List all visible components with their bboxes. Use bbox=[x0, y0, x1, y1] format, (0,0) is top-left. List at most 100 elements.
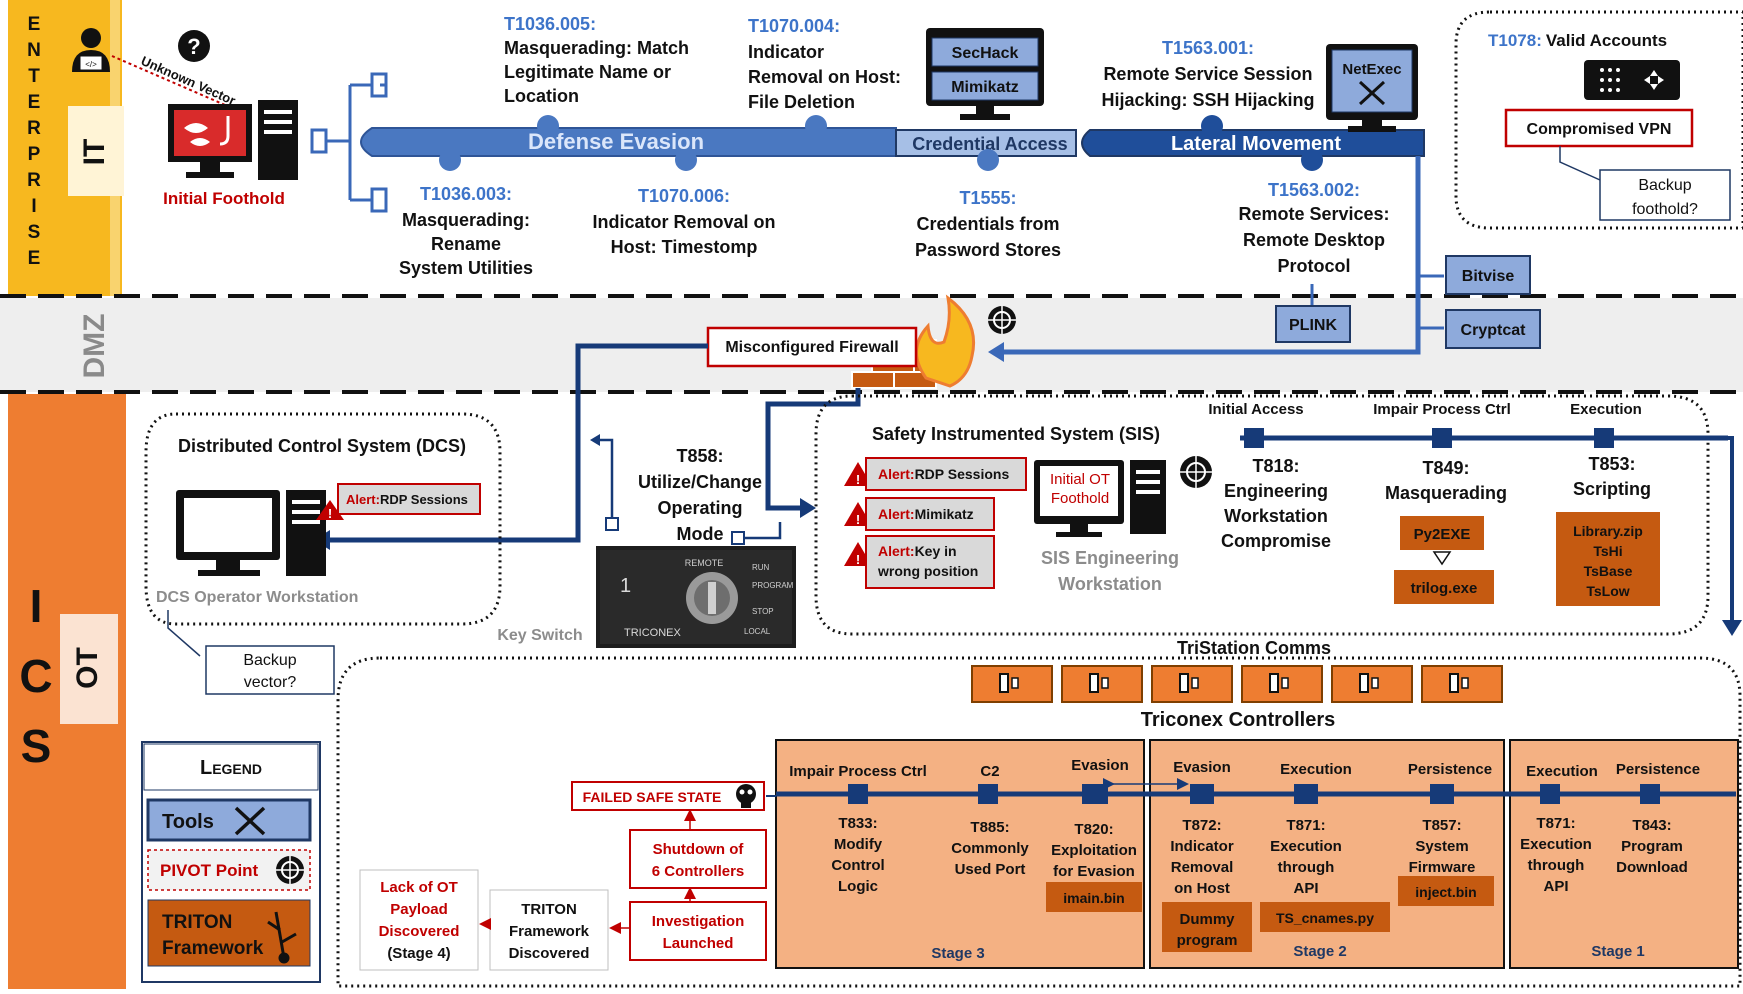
technique-text: Remote Service Session bbox=[1103, 64, 1312, 84]
t1555-id: T1555: bbox=[959, 188, 1016, 208]
library-line: Library.zip bbox=[1573, 523, 1643, 539]
cryptcat-tool: Cryptcat bbox=[1461, 322, 1527, 339]
ot-label-box bbox=[60, 614, 118, 724]
stage-technique-line: Execution bbox=[1520, 836, 1592, 853]
lack-payload-line: Discovered bbox=[379, 923, 460, 940]
enterprise-letter: I bbox=[31, 196, 36, 217]
technique-text: Rename bbox=[431, 234, 501, 254]
plink-box bbox=[1275, 305, 1351, 343]
controller-port bbox=[1191, 677, 1199, 689]
plink-tool: PLINK bbox=[1289, 317, 1337, 334]
ics-letter: S bbox=[21, 720, 52, 772]
firewall-to-dcs-path bbox=[330, 343, 708, 543]
svg-text:REMOTE: REMOTE bbox=[685, 558, 724, 568]
shutdown-line: Shutdown of bbox=[653, 841, 745, 858]
tools-icon bbox=[1358, 80, 1386, 106]
stage-technique-line: T872: bbox=[1182, 817, 1221, 834]
enterprise-letter: E bbox=[28, 14, 41, 35]
ics-label: ICS bbox=[19, 580, 52, 772]
technique-text: Indicator bbox=[748, 42, 824, 62]
technique-text: Indicator Removal on bbox=[592, 212, 775, 232]
ts-cnames-box bbox=[1260, 902, 1390, 932]
svg-text:TRICONEX: TRICONEX bbox=[624, 627, 682, 639]
defense-evasion-label: Defense Evasion bbox=[528, 129, 704, 154]
imain-box bbox=[1046, 882, 1142, 912]
enterprise-letter: P bbox=[28, 144, 41, 165]
controller-port bbox=[1281, 677, 1289, 689]
lack-payload-line: (Stage 4) bbox=[387, 945, 450, 962]
svg-text:!: ! bbox=[856, 512, 860, 527]
lateral-movement-bar bbox=[1081, 129, 1425, 157]
misconfigured-firewall-label: Misconfigured Firewall bbox=[725, 339, 898, 356]
backup-foothold-line: Backup bbox=[1638, 177, 1691, 194]
technique-dot bbox=[805, 115, 827, 137]
stage-phase-label: Execution bbox=[1526, 763, 1598, 780]
stage-technique-line: T833: bbox=[838, 815, 877, 832]
t849-line: T849: bbox=[1422, 458, 1469, 478]
stage-technique-line: T871: bbox=[1286, 817, 1325, 834]
sis-phase-label: Execution bbox=[1570, 401, 1642, 418]
technique-text: Credentials from bbox=[916, 214, 1059, 234]
sis-region bbox=[814, 394, 1710, 636]
t1070-006-text: Indicator Removal on Host: Timestomp bbox=[592, 212, 775, 257]
controller-port bbox=[1461, 677, 1469, 689]
svg-text:STOP: STOP bbox=[752, 607, 774, 616]
stage-phase-label: Persistence bbox=[1616, 761, 1700, 778]
dcs-alert-box bbox=[337, 483, 481, 515]
technique-text: Remote Services: bbox=[1238, 204, 1389, 224]
stage-technique-line: Logic bbox=[838, 878, 878, 895]
stage1-box bbox=[1509, 739, 1739, 969]
t818-line: Workstation bbox=[1224, 506, 1328, 526]
t849-text: T849:Masquerading bbox=[1385, 458, 1507, 503]
fork-connector bbox=[310, 72, 388, 213]
technique-text: Location bbox=[504, 86, 579, 106]
sis-phase-arrow bbox=[1722, 620, 1742, 636]
triconex-controller bbox=[971, 665, 1053, 703]
question-icon: ? bbox=[178, 30, 210, 62]
failed-safe-state-box bbox=[571, 781, 765, 811]
stage-phase-label: Impair Process Ctrl bbox=[789, 763, 927, 780]
triconex-controller bbox=[1241, 665, 1323, 703]
shutdown-box bbox=[629, 829, 767, 889]
t853-text: T853:Scripting bbox=[1573, 454, 1651, 499]
compromised-vpn-label: Compromised VPN bbox=[1527, 121, 1672, 138]
technique-dot bbox=[977, 149, 999, 171]
stage-technique-line: Modify bbox=[834, 836, 883, 853]
mimikatz-tool: Mimikatz bbox=[951, 79, 1019, 96]
stage1-label: Stage 1 bbox=[1591, 943, 1644, 960]
unknown-vector-label: Unknown Vector bbox=[139, 53, 238, 108]
legend-tools-label: Tools bbox=[162, 811, 214, 833]
library-line: TsHi bbox=[1593, 543, 1622, 559]
initial-ot-line: Foothold bbox=[1051, 490, 1109, 507]
technique-text: Password Stores bbox=[915, 240, 1061, 260]
legend-triton-line: TRITON bbox=[162, 912, 232, 933]
t858-line: Utilize/Change bbox=[638, 472, 762, 492]
stage-technique-line: T857: bbox=[1422, 817, 1461, 834]
bitvise-tool: Bitvise bbox=[1462, 268, 1515, 285]
ics-letter: I bbox=[30, 580, 43, 632]
stage-technique-line: T843: bbox=[1632, 817, 1671, 834]
technique-text: Host: Timestomp bbox=[611, 237, 758, 257]
sis-phase-label: Impair Process Ctrl bbox=[1373, 401, 1511, 418]
dmz-label: DMZ bbox=[78, 314, 111, 379]
stage-phase-label: Execution bbox=[1280, 761, 1352, 778]
lateral-path bbox=[1004, 156, 1421, 355]
stage-technique-line: Commonly bbox=[951, 840, 1029, 857]
stage-technique-line: Used Port bbox=[955, 861, 1026, 878]
t853-line: Scripting bbox=[1573, 479, 1651, 499]
backup-vector-line: Backup bbox=[243, 652, 296, 669]
technique-text: Masquerading: bbox=[402, 210, 530, 230]
technique-dot bbox=[537, 115, 559, 137]
dcs-workstation-icon bbox=[176, 490, 326, 576]
t1036-003-id: T1036.003: bbox=[420, 184, 512, 204]
